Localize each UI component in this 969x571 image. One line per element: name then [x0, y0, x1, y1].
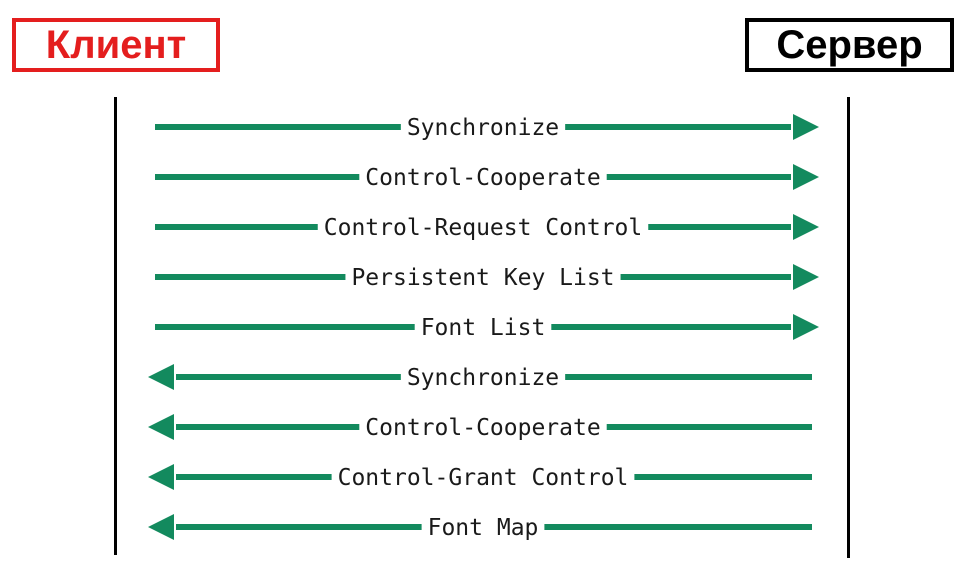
arrowhead-icon — [148, 364, 174, 390]
client-lifeline — [114, 97, 117, 555]
server-lifeline — [847, 97, 850, 558]
arrowhead-icon — [148, 514, 174, 540]
message-1: Synchronize — [155, 114, 819, 141]
server-label: Сервер — [745, 18, 954, 72]
message-label: Font List — [421, 315, 546, 341]
message-label: Persistent Key List — [351, 265, 614, 291]
message-2: Control-Cooperate — [155, 164, 819, 191]
message-9: Font Map — [148, 514, 812, 541]
arrowhead-icon — [793, 164, 819, 190]
arrowhead-icon — [793, 264, 819, 290]
message-label: Control-Request Control — [324, 215, 643, 241]
arrowhead-icon — [793, 314, 819, 340]
arrowhead-icon — [148, 414, 174, 440]
arrowhead-icon — [148, 464, 174, 490]
message-label: Control-Cooperate — [365, 415, 600, 441]
message-label: Control-Grant Control — [338, 465, 629, 491]
arrowhead-icon — [793, 214, 819, 240]
message-8: Control-Grant Control — [148, 464, 812, 491]
message-label: Control-Cooperate — [365, 165, 600, 191]
client-label: Клиент — [12, 18, 220, 72]
message-7: Control-Cooperate — [148, 414, 812, 441]
message-4: Persistent Key List — [155, 264, 819, 291]
message-label: Synchronize — [407, 115, 559, 141]
message-label: Font Map — [428, 515, 539, 541]
message-3: Control-Request Control — [155, 214, 819, 241]
arrowhead-icon — [793, 114, 819, 140]
message-6: Synchronize — [148, 364, 812, 391]
message-5: Font List — [155, 314, 819, 341]
message-label: Synchronize — [407, 365, 559, 391]
